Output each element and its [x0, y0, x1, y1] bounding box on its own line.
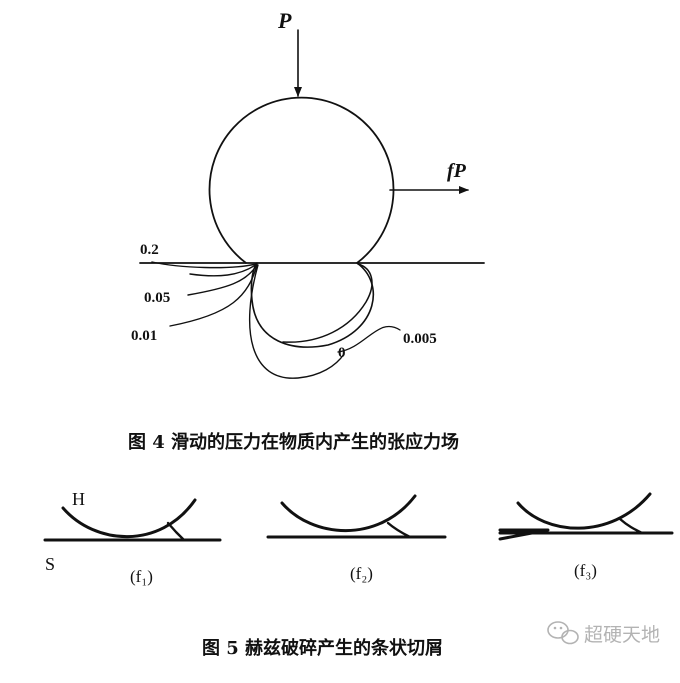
indenter-arc-f1: [61, 498, 197, 539]
panel-label-f1: (f₁): [130, 567, 153, 586]
figure4-diagram: P fP 0.2 0.05 0.01 0 0.005: [131, 8, 485, 379]
contour-label-001: 0.01: [131, 328, 157, 344]
contour-label-02: 0.2: [140, 242, 159, 258]
figure4-caption: 图 4 滑动的压力在物质内产生的张应力场: [128, 431, 459, 453]
chip-wedge-f3: [498, 528, 550, 541]
contour-label-005: 0.05: [144, 290, 170, 306]
figure5-diagram: H S (f₁) (f₂) (f₃): [43, 489, 674, 586]
crack-f3: [618, 517, 644, 535]
panel-f2: (f₂): [266, 494, 447, 583]
contour-0-outer: [248, 264, 345, 379]
contour-zero: [250, 262, 374, 348]
watermark: 超硬天地: [547, 621, 660, 646]
panel-label-f3: (f₃): [574, 561, 597, 580]
load-label: P: [277, 8, 292, 33]
indenter-arc-f2: [280, 494, 417, 533]
contour-001: [169, 264, 258, 327]
figure5-caption: 图 5 赫兹破碎产生的条状切屑: [202, 637, 443, 659]
indenter-arc-f3: [516, 492, 652, 530]
contour-0005: [282, 263, 373, 343]
panel-f1: H S (f₁): [43, 489, 222, 586]
wechat-icon: [547, 621, 579, 645]
contour-01: [189, 263, 258, 277]
leader-0005: [337, 325, 401, 353]
contour-02: [151, 261, 257, 269]
contour-005: [187, 264, 258, 296]
panel-label-f2: (f₂): [350, 564, 373, 583]
watermark-text: 超硬天地: [584, 624, 660, 646]
s-label: S: [45, 554, 55, 574]
contour-label-0005: 0.005: [403, 331, 437, 347]
crack-f1: [166, 521, 186, 542]
h-label: H: [72, 489, 85, 509]
sphere-outline: [208, 96, 395, 264]
friction-label: fP: [447, 160, 467, 182]
contour-label-0: 0: [338, 345, 346, 361]
panel-f3: (f₃): [498, 492, 674, 580]
crack-f2: [386, 521, 412, 539]
